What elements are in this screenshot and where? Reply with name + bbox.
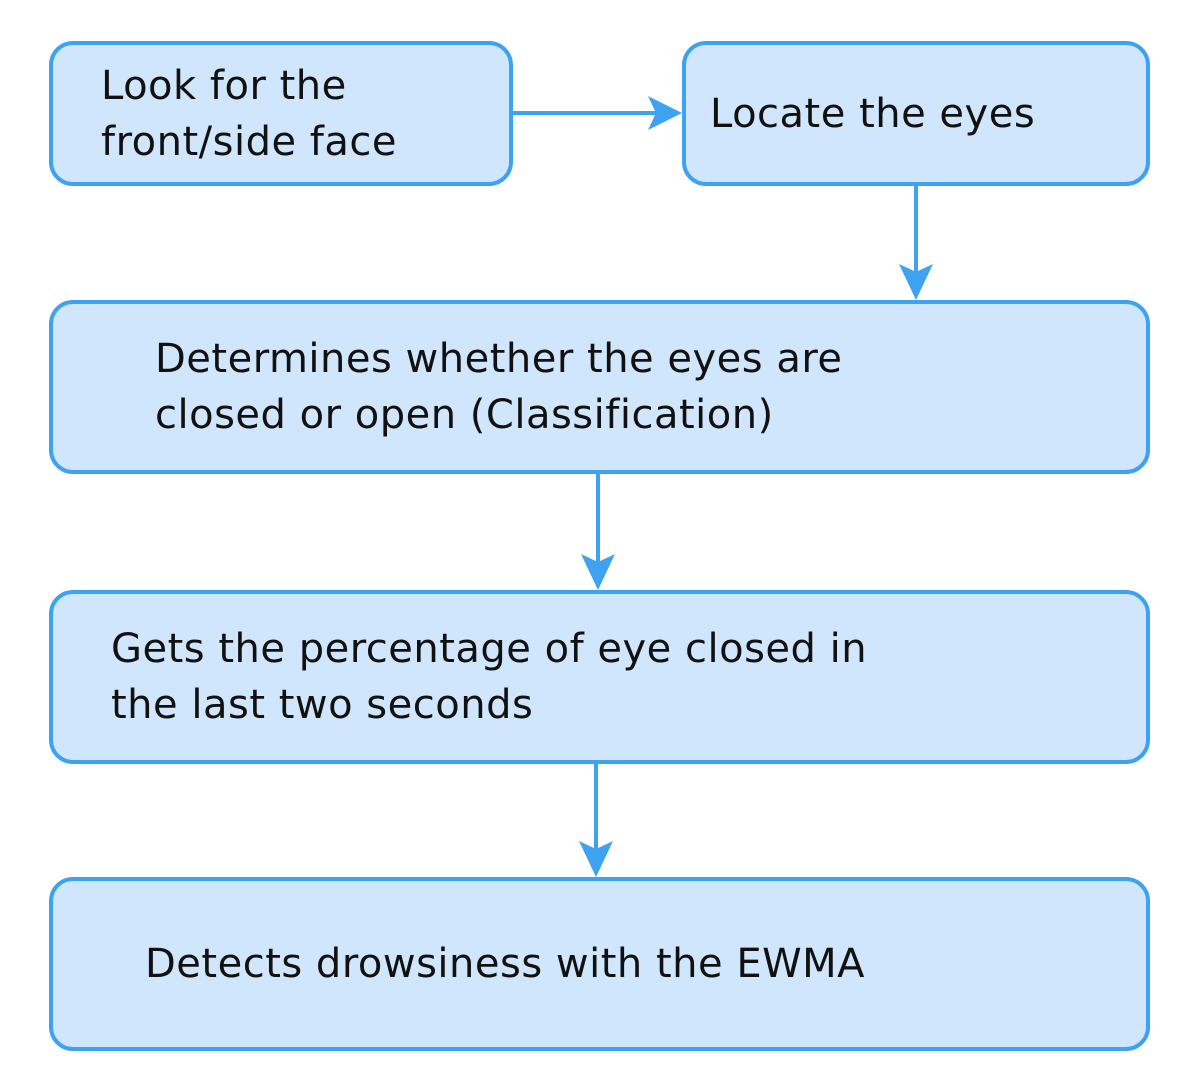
arrowhead-down-icon bbox=[581, 554, 615, 590]
node-locate-eyes: Locate the eyes bbox=[682, 41, 1150, 186]
node-classify-eyes-line-1: Determines whether the eyes are bbox=[155, 336, 843, 382]
node-locate-eyes-line-1: Locate the eyes bbox=[710, 90, 1036, 137]
node-percentage-closed-line-2: the last two seconds bbox=[111, 682, 534, 728]
node-detect-drowsiness: Detects drowsiness with the EWMA bbox=[49, 877, 1150, 1051]
node-percentage-closed: Gets the percentage of eye closed in the… bbox=[49, 590, 1150, 764]
node-look-face-line-1: Look for the bbox=[101, 62, 347, 109]
arrowhead-down-icon bbox=[579, 841, 613, 877]
node-detect-drowsiness-line-1: Detects drowsiness with the EWMA bbox=[145, 941, 866, 987]
arrowhead-down-icon bbox=[899, 264, 933, 300]
node-percentage-closed-line-1: Gets the percentage of eye closed in bbox=[111, 626, 868, 672]
arrowhead-right-icon bbox=[648, 96, 682, 130]
node-classify-eyes-line-2: closed or open (Classification) bbox=[155, 392, 774, 438]
node-look-face: Look for the front/side face bbox=[49, 41, 513, 186]
node-classify-eyes: Determines whether the eyes are closed o… bbox=[49, 300, 1150, 474]
node-look-face-line-2: front/side face bbox=[101, 118, 397, 165]
